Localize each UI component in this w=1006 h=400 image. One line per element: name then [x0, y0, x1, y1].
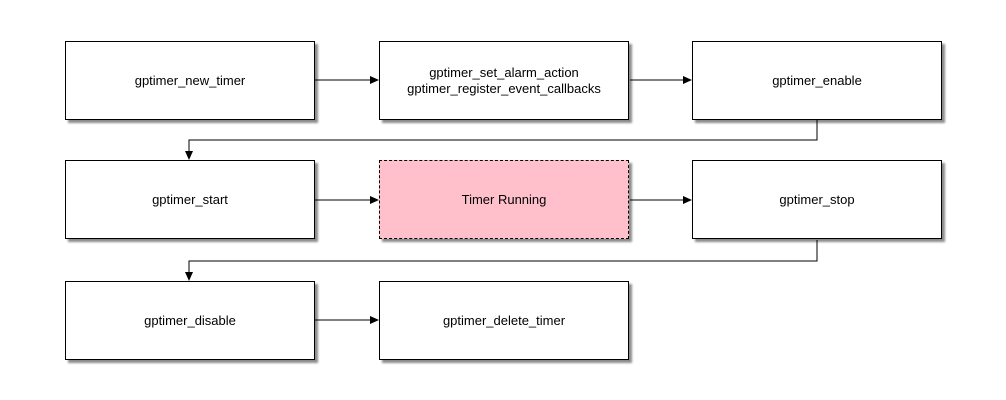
node-label: gptimer_stop [779, 191, 855, 207]
node-label: gptimer_start [152, 191, 228, 207]
node-label: gptimer_disable [144, 312, 236, 328]
arrow-timer-running-to-stop [630, 196, 692, 204]
node-label: gptimer_delete_timer [442, 312, 566, 328]
node-gptimer-new-timer: gptimer_new_timer [65, 41, 315, 120]
node-timer-running: Timer Running [379, 160, 629, 239]
node-gptimer-set-alarm-action: gptimer_set_alarm_action gptimer_registe… [379, 41, 629, 120]
node-label-line1: gptimer_set_alarm_action [429, 64, 579, 80]
arrow-new-timer-to-set-alarm [315, 76, 379, 84]
arrow-enable-to-start [185, 120, 818, 160]
node-gptimer-start: gptimer_start [65, 160, 315, 239]
node-label: Timer Running [461, 191, 547, 207]
arrow-stop-to-disable [185, 240, 818, 281]
node-gptimer-stop: gptimer_stop [692, 160, 942, 239]
arrow-disable-to-delete-timer [315, 316, 379, 324]
arrow-start-to-timer-running [315, 196, 379, 204]
node-gptimer-enable: gptimer_enable [692, 41, 942, 120]
node-gptimer-delete-timer: gptimer_delete_timer [379, 281, 629, 360]
node-label: gptimer_new_timer [134, 72, 246, 88]
node-gptimer-disable: gptimer_disable [65, 281, 315, 360]
node-label-line2: gptimer_register_event_callbacks [407, 80, 601, 96]
arrow-set-alarm-to-enable [630, 76, 692, 84]
node-label: gptimer_enable [772, 72, 862, 88]
